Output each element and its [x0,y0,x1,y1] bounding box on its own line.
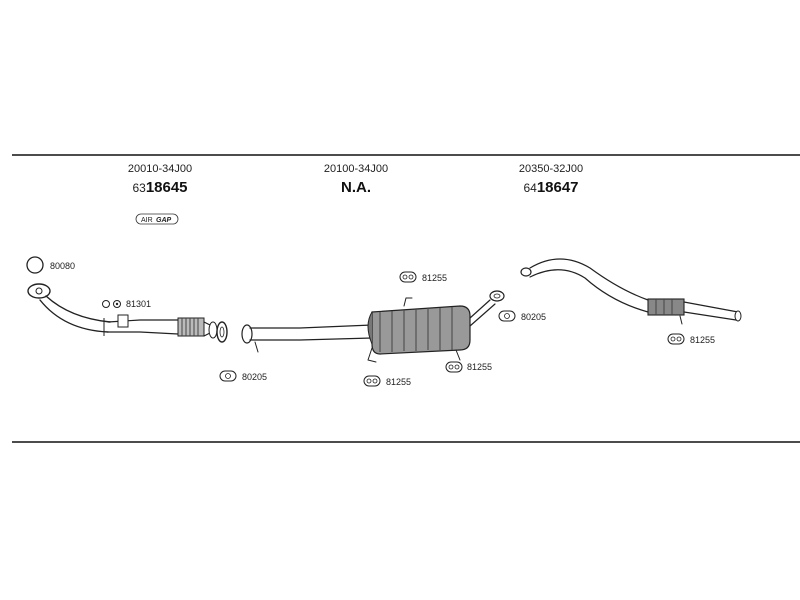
bolt-nut-icon [102,300,121,308]
callout-81301[interactable]: 81301 [102,299,152,309]
oe-number: 20010-34J00 [128,163,192,175]
article-code: N.A. [341,179,371,196]
callout-label: 81255 [467,362,492,372]
article-number: 6318645 [132,179,187,196]
callout-label: 80205 [521,312,546,322]
middle-silencer-part [241,290,505,363]
callout-81255-lower[interactable]: 81255 [363,375,411,387]
callout-label: 81255 [422,273,447,283]
rubber-hanger-icon [445,361,463,373]
flex-joint [177,317,205,337]
article-code: 18647 [537,179,579,196]
rubber-hanger-icon [667,333,685,345]
oe-number: 20350-32J00 [519,163,583,175]
callout-label: 80205 [242,372,267,382]
callout-80205-right[interactable]: 80205 [498,310,546,322]
rubber-hanger-icon [399,271,417,283]
article-code: 18645 [146,179,188,196]
gasket-part [216,321,228,343]
air-gap-badge: AIR GAP [135,213,179,225]
rear-silencer-part [520,258,742,325]
badge-label-left: AIR [141,217,153,224]
gasket-icon [498,310,516,322]
callout-81255-mid[interactable]: 81255 [445,361,492,373]
callout-81255-right[interactable]: 81255 [667,333,715,345]
article-prefix: 63 [132,181,146,195]
gasket-icon [219,370,237,382]
article-number: N.A. [341,179,371,196]
oe-number: 20100-34J00 [324,163,388,175]
callout-80080[interactable]: 80080 [26,256,75,274]
callout-label: 81255 [690,335,715,345]
section-middle-silencer: 20100-34J00 N.A. [324,163,388,196]
callout-80205-left[interactable]: 80205 [219,370,267,382]
callout-label: 81301 [126,299,151,309]
callout-label: 80080 [50,261,75,271]
badge-label-right: GAP [156,217,172,224]
ring-icon [26,256,44,274]
rubber-hanger-icon [363,375,381,387]
callout-81255-top[interactable]: 81255 [399,271,447,283]
section-rear-silencer: 20350-32J00 6418647 [519,163,583,196]
front-pipe-part [27,283,218,339]
callout-label: 81255 [386,377,411,387]
article-number: 6418647 [523,179,578,196]
article-prefix: 64 [523,181,537,195]
section-front-pipe: 20010-34J00 6318645 [128,163,192,196]
